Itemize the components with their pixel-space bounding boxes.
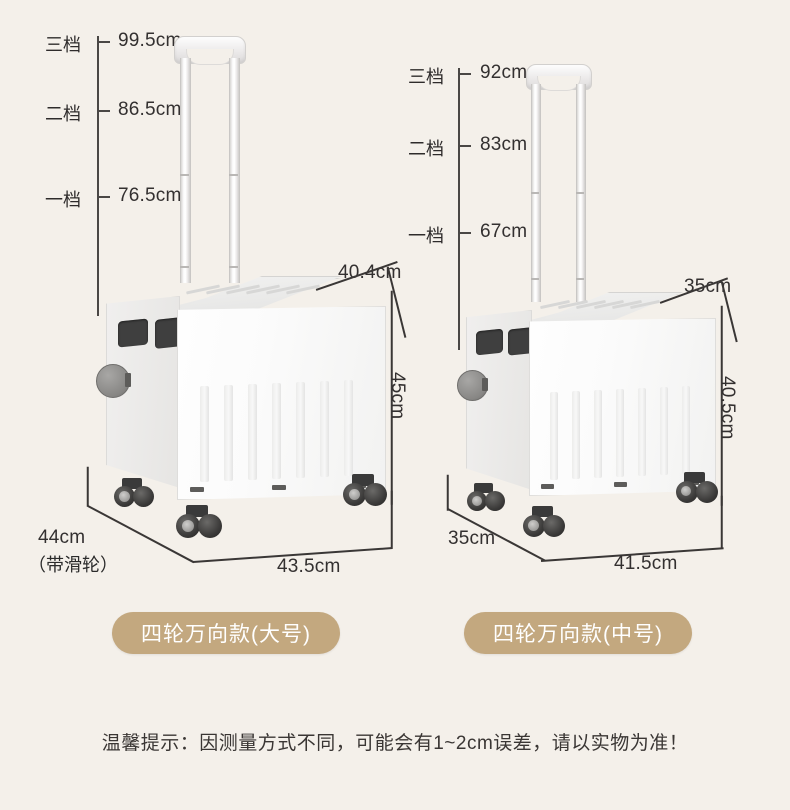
height-value-large-1: 76.5cm [118,185,182,206]
front-rib-1-large [200,386,209,482]
base-width-value-large: 43.5cm [277,556,341,577]
ruler-tick-medium-1 [458,232,471,234]
caster-stem-front-left-medium [474,483,493,493]
front-rib-4-large [272,383,281,479]
handle-pole-right-large [229,58,240,283]
caster-stem-front-right-medium [532,506,553,517]
gear-label-medium-3: 三档 [408,67,444,87]
base-depth-note-large: （带滑轮） [28,555,118,575]
side-latch-large [125,373,131,387]
front-rib-2-medium [572,391,580,479]
front-rib-6-medium [660,387,668,475]
gear-label-large-2: 二档 [45,104,81,124]
front-rib-2-large [224,385,233,481]
front-rib-7-medium [682,386,690,474]
height-value-medium-2: 83cm [480,134,528,155]
base-right-edge-medium [721,495,723,548]
gear-label-medium-2: 二档 [408,139,444,159]
caster-rear-right-outer-medium [696,481,718,503]
base-depth-value-medium: 35cm [448,528,496,549]
handle-joint-right-lower-medium [576,278,584,280]
front-latch-left-large [190,487,204,492]
side-handle-cutout-a-large [118,318,148,348]
caster-front-left-outer-medium [485,491,505,511]
base-left-edge-large [87,466,89,507]
caster-hub-front-right-medium [528,520,539,531]
handle-joint-left-lower-medium [531,278,539,280]
base-depth-value-large: 44cm [38,527,86,548]
body-height-value-large: 45cm [387,372,408,420]
variant-pill-label-large: 四轮万向款(大号) [141,623,311,646]
front-latch-left-medium [541,484,554,489]
front-latch-mid-large [272,485,286,490]
front-rib-7-large [344,380,353,476]
height-value-medium-1: 67cm [480,221,528,242]
handle-joint-right-upper-medium [576,192,584,194]
gear-label-medium-1: 一档 [408,226,444,246]
top-depth-value-large: 40.4cm [338,262,402,283]
side-handle-cutout-a-medium [476,328,503,356]
front-latch-mid-medium [614,482,627,487]
base-right-edge-large [391,490,393,549]
front-rib-3-medium [594,390,602,478]
handle-joint-left-upper-large [180,174,189,176]
ruler-tick-large-1 [97,196,110,198]
variant-pill-label-medium: 四轮万向款(中号) [493,623,663,646]
height-ruler-medium [458,68,460,350]
caster-hub-rear-right-large [349,489,360,500]
height-value-large-2: 86.5cm [118,99,182,120]
height-ruler-large [97,36,99,316]
front-rib-5-medium [638,388,646,476]
caster-hub-front-right-large [182,520,194,532]
caster-rear-right-outer-large [364,483,387,506]
caster-hub-front-left-large [119,491,130,502]
body-height-value-medium: 40.5cm [717,376,738,440]
base-left-edge-medium [447,474,449,511]
gear-label-large-1: 一档 [45,190,81,210]
side-latch-medium [482,378,488,391]
measurement-disclaimer: 温馨提示：因测量方式不同，可能会有1~2cm误差，请以实物为准！ [101,733,689,754]
ruler-tick-large-3 [97,41,110,43]
front-rib-5-large [296,382,305,478]
gear-label-large-3: 三档 [45,35,81,55]
height-value-large-3: 99.5cm [118,30,182,51]
height-value-medium-3: 92cm [480,62,528,83]
caster-front-right-outer-medium [543,515,565,537]
handle-joint-right-lower-large [229,266,238,268]
base-width-value-medium: 41.5cm [614,553,678,574]
handle-joint-left-lower-large [180,266,189,268]
caster-hub-front-left-medium [472,496,482,506]
ruler-tick-large-2 [97,110,110,112]
handle-joint-right-upper-large [229,174,238,176]
variant-pill-medium[interactable]: 四轮万向款(中号) [464,612,692,654]
caster-stem-rear-right-medium [684,472,705,483]
caster-front-left-outer-large [133,486,154,507]
front-rib-3-large [248,384,257,480]
caster-front-right-outer-large [198,514,222,538]
ruler-tick-medium-2 [458,145,471,147]
handle-joint-left-upper-medium [531,192,539,194]
front-rib-4-medium [616,389,624,477]
handle-pole-left-large [180,58,191,283]
ruler-tick-medium-3 [458,73,471,75]
side-roller-large [96,364,130,398]
front-rib-1-medium [550,392,558,480]
variant-pill-large[interactable]: 四轮万向款(大号) [112,612,340,654]
caster-hub-rear-right-medium [681,486,691,496]
caster-stem-front-left-large [122,478,142,489]
front-rib-6-large [320,381,329,477]
